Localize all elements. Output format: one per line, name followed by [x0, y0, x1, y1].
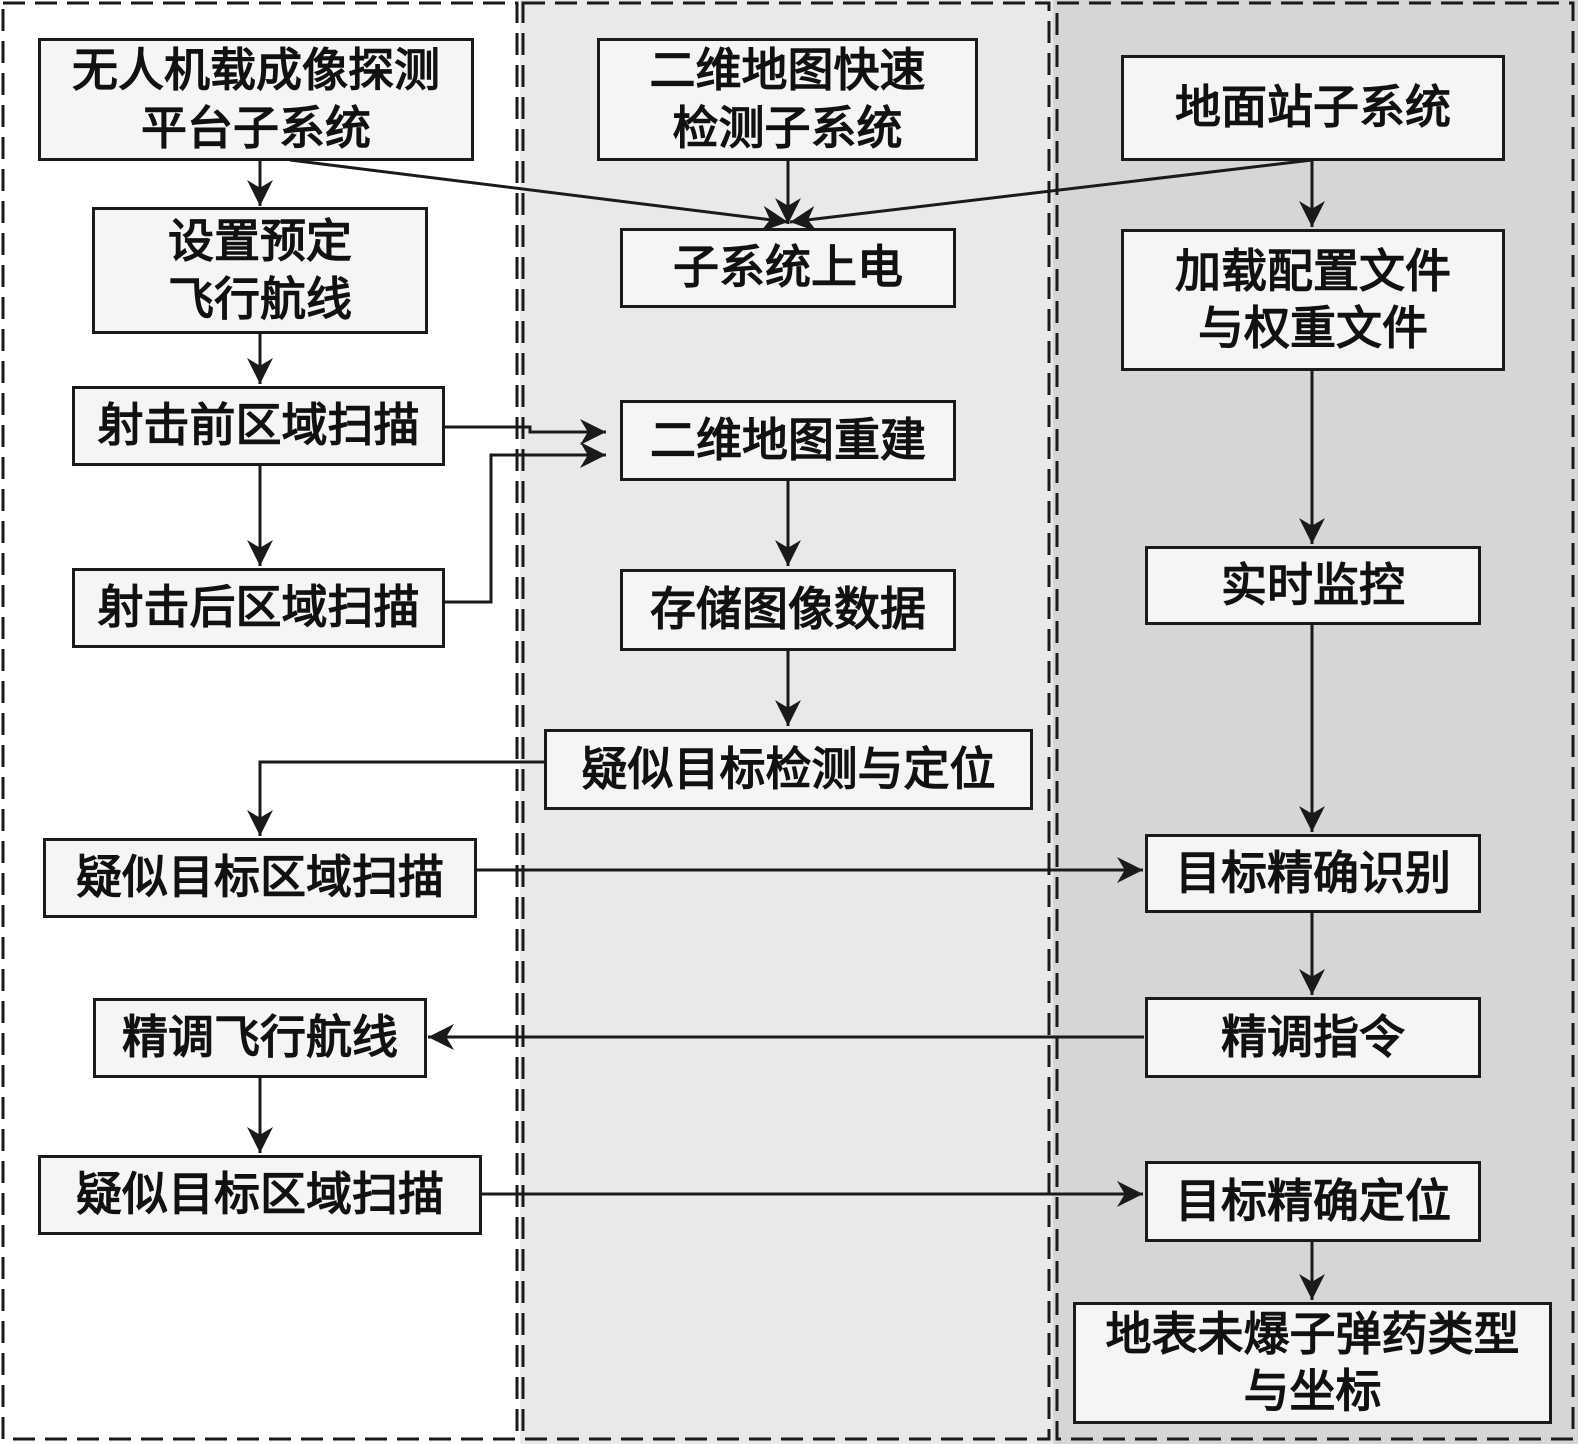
node-suspect-scan-1-label: 疑似目标区域扫描 — [76, 850, 444, 905]
column-ground-border — [1055, 1, 1575, 1441]
arrow-uav-to-power-on — [289, 158, 789, 232]
column-uav-border — [1, 1, 519, 1441]
node-map-subsystem: 二维地图快速 检测子系统 — [597, 38, 978, 161]
node-target-locate-label: 目标精确定位 — [1175, 1173, 1451, 1228]
node-pre-scan-label: 射击前区域扫描 — [97, 398, 420, 453]
node-post-scan: 射击后区域扫描 — [72, 568, 445, 648]
node-map-rebuild-label: 二维地图重建 — [650, 412, 926, 467]
node-result-label: 地表未爆子弹药类型 与坐标 — [1105, 1306, 1520, 1419]
node-uav-subsystem-label: 无人机载成像探测 平台子系统 — [72, 43, 440, 155]
node-suspect-detect: 疑似目标检测与定位 — [544, 729, 1033, 810]
node-power-on: 子系统上电 — [620, 228, 956, 308]
arrow-ground-to-power-on — [789, 158, 1313, 232]
arrow-pre-scan-to-map-rebuild — [444, 419, 606, 445]
node-ground-subsystem: 地面站子系统 — [1121, 55, 1505, 161]
node-post-scan-label: 射击后区域扫描 — [97, 580, 420, 635]
node-suspect-scan-2-label: 疑似目标区域扫描 — [76, 1167, 444, 1222]
node-store-images-label: 存储图像数据 — [650, 582, 926, 637]
connectors — [247, 158, 1325, 1300]
node-load-config-label: 加载配置文件 与权重文件 — [1175, 243, 1451, 356]
node-target-identify-label: 目标精确识别 — [1175, 845, 1451, 900]
node-set-route-label: 设置预定 飞行航线 — [168, 214, 352, 326]
node-monitor: 实时监控 — [1145, 546, 1481, 625]
node-result: 地表未爆子弹药类型 与坐标 — [1073, 1302, 1552, 1424]
node-fine-tune-route: 精调飞行航线 — [93, 998, 427, 1078]
node-pre-scan: 射击前区域扫描 — [72, 386, 445, 466]
node-suspect-detect-label: 疑似目标检测与定位 — [581, 741, 996, 796]
node-suspect-scan-2: 疑似目标区域扫描 — [38, 1155, 482, 1235]
node-map-rebuild: 二维地图重建 — [620, 400, 956, 481]
node-monitor-label: 实时监控 — [1221, 557, 1405, 612]
node-load-config: 加载配置文件 与权重文件 — [1121, 229, 1505, 371]
node-set-route: 设置预定 飞行航线 — [92, 207, 428, 334]
node-suspect-scan-1: 疑似目标区域扫描 — [43, 838, 477, 918]
node-tune-command-label: 精调指令 — [1221, 1009, 1405, 1064]
node-map-subsystem-label: 二维地图快速 检测子系统 — [649, 43, 926, 155]
node-ground-subsystem-label: 地面站子系统 — [1175, 80, 1451, 135]
node-power-on-label: 子系统上电 — [673, 240, 903, 295]
node-tune-command: 精调指令 — [1145, 997, 1481, 1078]
node-target-locate: 目标精确定位 — [1145, 1161, 1481, 1242]
arrow-detect-to-scan-1 — [247, 760, 544, 836]
node-store-images: 存储图像数据 — [620, 569, 956, 651]
arrow-post-scan-to-map-rebuild — [444, 442, 606, 604]
node-uav-subsystem: 无人机载成像探测 平台子系统 — [38, 38, 474, 161]
node-fine-tune-route-label: 精调飞行航线 — [122, 1010, 398, 1065]
column-map-border — [521, 1, 1051, 1441]
node-target-identify: 目标精确识别 — [1145, 834, 1481, 913]
